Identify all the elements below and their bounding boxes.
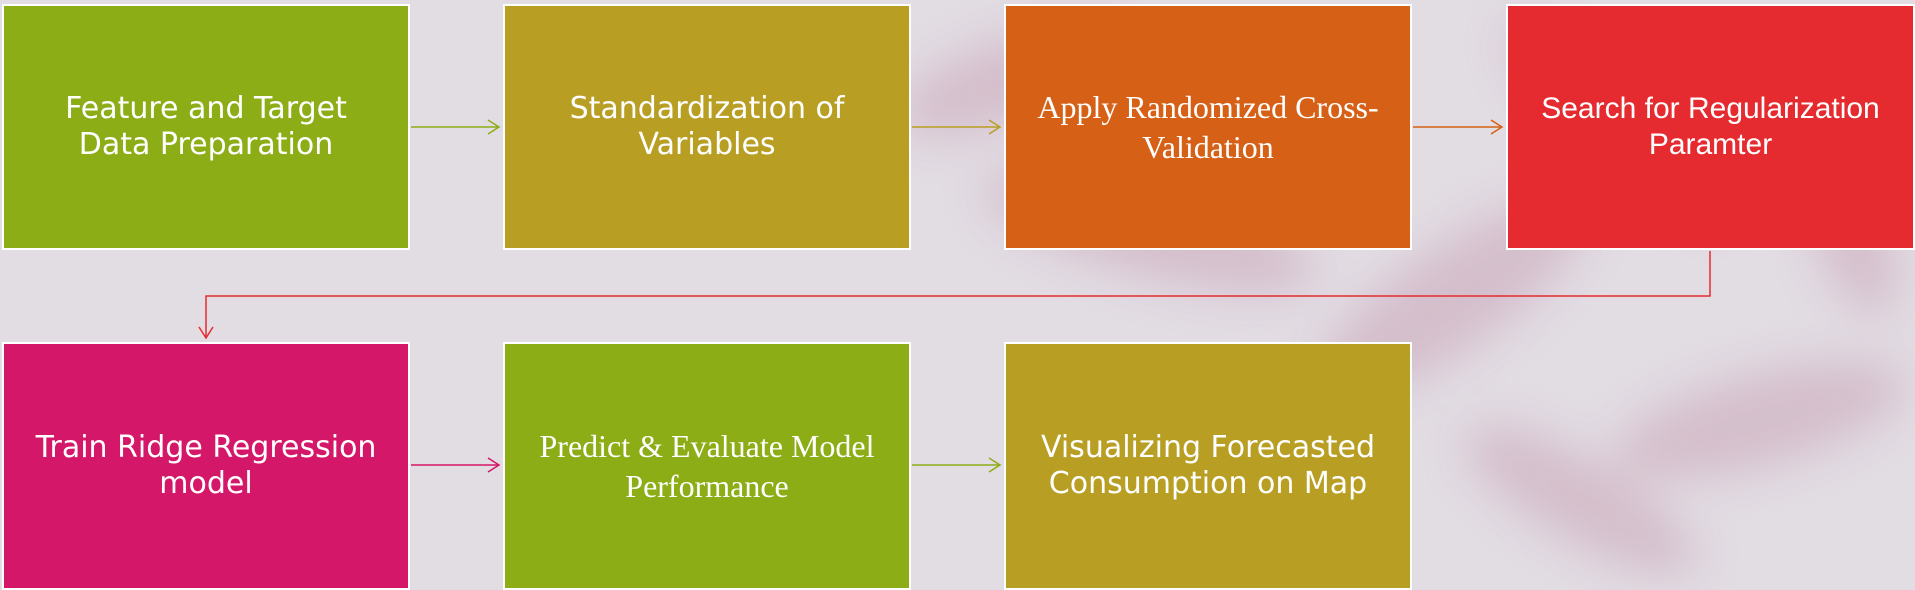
step-regularization-search: Search for Regularization Paramter <box>1506 4 1915 250</box>
step-label: Train Ridge Regression model <box>35 430 377 501</box>
step-predict-evaluate: Predict & Evaluate Model Performance <box>503 342 911 590</box>
step-label: Feature and Target Data Preparation <box>65 91 347 162</box>
step-label: Standardization of Variables <box>569 91 845 162</box>
step-visualize-forecast-map: Visualizing Forecasted Consumption on Ma… <box>1004 342 1412 590</box>
step-feature-target-prep: Feature and Target Data Preparation <box>2 4 410 250</box>
step-label: Visualizing Forecasted Consumption on Ma… <box>1040 430 1375 501</box>
step-standardization: Standardization of Variables <box>503 4 911 250</box>
step-train-ridge-regression: Train Ridge Regression model <box>2 342 410 590</box>
step-randomized-cross-validation: Apply Randomized Cross-Validation <box>1004 4 1412 250</box>
step-label: Apply Randomized Cross-Validation <box>1037 89 1379 165</box>
step-label: Predict & Evaluate Model Performance <box>539 428 875 504</box>
step-label: Search for Regularization Paramter <box>1541 92 1880 161</box>
